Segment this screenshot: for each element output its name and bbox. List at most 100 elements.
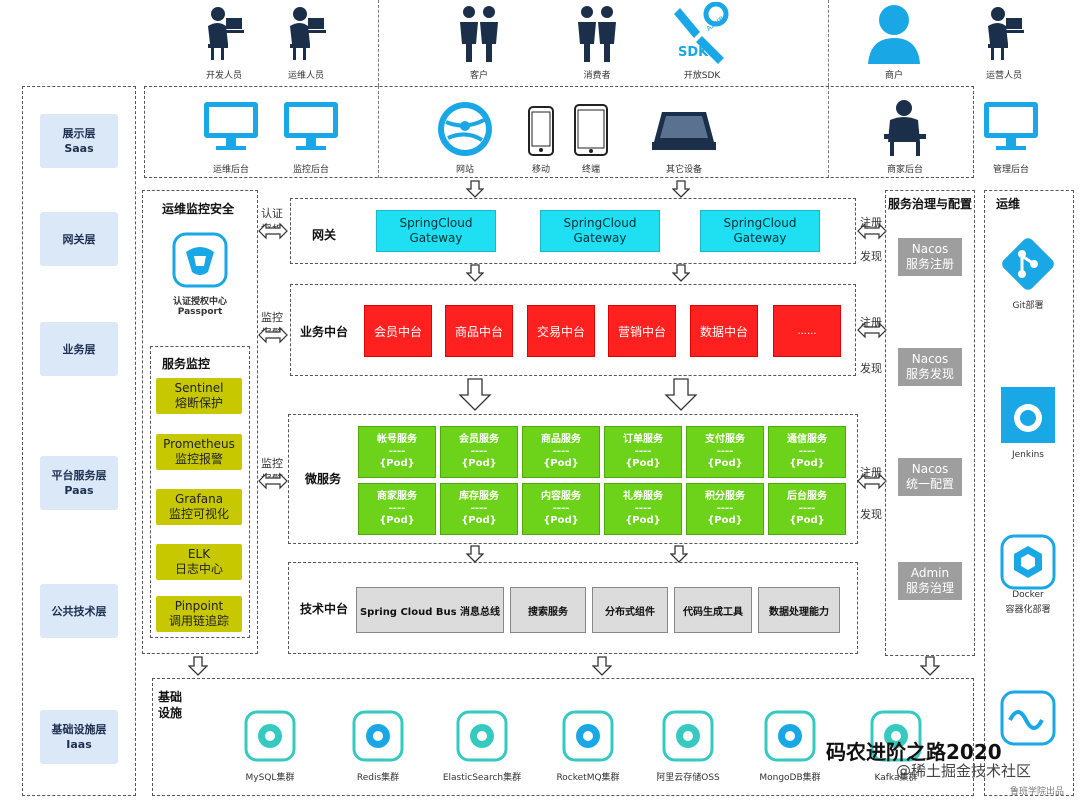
microservice-name: 通信服务 [787, 434, 827, 445]
monitor-icon [984, 102, 1038, 150]
microservice-node: 积分服务----{Pod} [686, 483, 764, 535]
microservice-dash: ---- [388, 503, 406, 514]
governance-panel [885, 190, 975, 656]
business-node: 商品中台 [445, 305, 513, 357]
microservice-name: 商家服务 [377, 491, 417, 502]
infra-panel [152, 678, 974, 796]
microservice-dash: ---- [716, 503, 734, 514]
governance-title: 服务治理与配置 [888, 197, 973, 211]
microservice-pod: {Pod} [625, 458, 661, 469]
mongodb-icon [764, 710, 816, 762]
device-label: 运维后台 [212, 165, 250, 175]
actor-label: 商户 [884, 71, 904, 81]
passport-label-1: 认证授权中心 [172, 297, 228, 307]
microservice-name: 商品服务 [541, 434, 581, 445]
monitor-icon [204, 102, 258, 150]
ops-security-title: 运维监控安全 [162, 202, 235, 216]
rocketmq-icon [562, 710, 614, 762]
microservice-name: 后台服务 [787, 491, 827, 502]
device-label: 监控后台 [292, 165, 330, 175]
tech-node: Spring Cloud Bus 消息总线 [356, 587, 504, 633]
microservice-node: 礼券服务----{Pod} [604, 483, 682, 535]
jenkins-icon [1001, 387, 1055, 443]
microservice-dash: ---- [634, 446, 652, 457]
gateway-panel [290, 198, 856, 264]
microservice-pod: {Pod} [379, 458, 415, 469]
microservice-pod: {Pod} [707, 458, 743, 469]
microservice-pod: {Pod} [625, 515, 661, 526]
microservice-dash: ---- [634, 503, 652, 514]
device-label: 网站 [455, 165, 475, 175]
microservice-name: 库存服务 [459, 491, 499, 502]
microservice-dash: ---- [388, 446, 406, 457]
tech-node: 代码生成工具 [674, 587, 752, 633]
infra-title-1: 基础 [158, 690, 183, 704]
passport-label-2: Passport [177, 307, 223, 317]
microservice-dash: ---- [798, 503, 816, 514]
merchant-admin-icon [884, 100, 926, 156]
register-discover-label: 注册发现 [860, 316, 882, 375]
mobile-icon [528, 106, 554, 156]
arrow-down-icon [466, 264, 484, 282]
devops-label: Jenkins [1011, 450, 1045, 460]
tech-title: 技术中台 [300, 602, 349, 616]
microservice-pod: {Pod} [707, 515, 743, 526]
microservice-node: 内容服务----{Pod} [522, 483, 600, 535]
devops-label: Git部署 [1012, 301, 1044, 311]
business-node: 数据中台 [690, 305, 758, 357]
other-device-icon [652, 112, 716, 150]
devops-label: Docker [1012, 590, 1044, 600]
microservice-dash: ---- [470, 446, 488, 457]
arrow-down-icon [670, 545, 688, 563]
business-node: 交易中台 [527, 305, 595, 357]
service-monitor-panel [150, 346, 250, 638]
microservice-node: 会员服务----{Pod} [440, 426, 518, 478]
microservice-dash: ---- [798, 446, 816, 457]
double-arrow-icon [258, 472, 288, 490]
layer-gateway: 网关层 [40, 212, 118, 266]
infra-label: ElasticSearch集群 [442, 773, 522, 783]
double-arrow-icon [258, 326, 288, 344]
arrow-down-icon [188, 656, 208, 676]
microservice-name: 订单服务 [623, 434, 663, 445]
devops-panel [984, 190, 1074, 796]
microservice-node: 后台服务----{Pod} [768, 483, 846, 535]
kafka-icon [870, 710, 922, 762]
infra-label: RocketMQ集群 [556, 773, 620, 783]
watermark-subtitle: @稀土掘金技术社区 [896, 762, 1032, 780]
devops-title: 运维 [996, 197, 1021, 211]
oss-icon [662, 710, 714, 762]
mysql-icon [244, 710, 296, 762]
microservice-dash: ---- [552, 446, 570, 457]
microservice-node: 通信服务----{Pod} [768, 426, 846, 478]
business-node: ...... [773, 305, 841, 357]
business-node: 营销中台 [608, 305, 676, 357]
sdk-icon: SDK Azure [674, 2, 729, 64]
elasticsearch-icon [456, 710, 508, 762]
business-title: 业务中台 [300, 325, 349, 339]
redis-icon [352, 710, 404, 762]
microservice-node: 帐号服务----{Pod} [358, 426, 436, 478]
actor-label: 开发人员 [205, 71, 243, 81]
actor-label: 运维人员 [287, 71, 325, 81]
microservice-name: 帐号服务 [377, 434, 417, 445]
tech-node: 数据处理能力 [758, 587, 840, 633]
infra-title-2: 设施 [158, 706, 183, 720]
customer-icon [460, 6, 498, 62]
display-layer-box [144, 86, 974, 178]
arrow-down-icon [592, 656, 612, 676]
developer-icon [208, 7, 244, 60]
tech-panel [288, 562, 858, 654]
double-arrow-icon [857, 472, 887, 490]
microservice-dash: ---- [470, 503, 488, 514]
git-icon [1002, 238, 1054, 290]
infra-label: MySQL集群 [245, 773, 295, 783]
business-node: 会员中台 [364, 305, 432, 357]
